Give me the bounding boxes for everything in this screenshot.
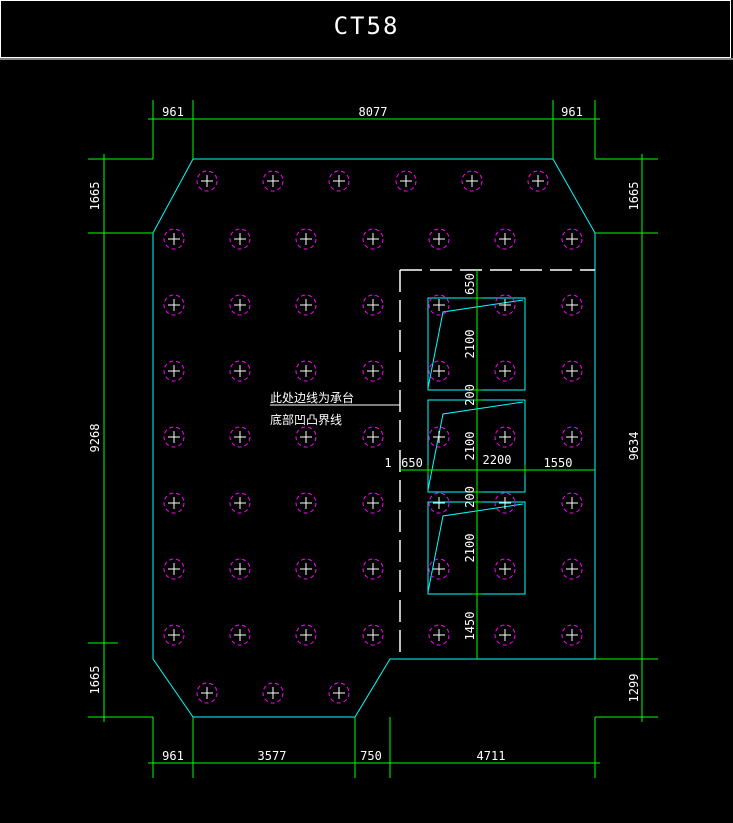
pile-2 (262, 170, 284, 192)
title-bar (0, 0, 731, 58)
pile-55 (561, 624, 583, 646)
pile-37 (295, 492, 317, 514)
pile-57 (262, 682, 284, 704)
pit-1-ramp (427, 299, 524, 389)
note-line-2: 底部凹凸界线 (270, 412, 342, 427)
pile-27 (561, 360, 583, 382)
pile-17 (362, 294, 384, 316)
pit-dim-v-6: 2100 (463, 534, 477, 563)
pile-21 (163, 360, 185, 382)
pile-39 (428, 492, 450, 514)
pile-20 (561, 294, 583, 316)
pile-30 (295, 426, 317, 448)
pile-46 (428, 558, 450, 580)
pile-6 (527, 170, 549, 192)
piles (163, 170, 583, 704)
pile-50 (229, 624, 251, 646)
pile-15 (229, 294, 251, 316)
pile-47 (494, 558, 516, 580)
pile-25 (428, 360, 450, 382)
pile-19 (494, 294, 516, 316)
pile-52 (362, 624, 384, 646)
pit-3-ramp (427, 503, 524, 593)
pile-38 (362, 492, 384, 514)
pile-4 (395, 170, 417, 192)
dim-left-2: 9268 (88, 424, 102, 453)
pile-43 (229, 558, 251, 580)
pile-41 (561, 492, 583, 514)
pile-48 (561, 558, 583, 580)
pile-56 (196, 682, 218, 704)
dim-right-3: 1299 (627, 674, 641, 703)
pit-dim-v-7: 1450 (463, 612, 477, 641)
pile-8 (229, 228, 251, 250)
drawing-title: CT58 (333, 12, 400, 40)
pit-dim-lines (400, 270, 595, 659)
pile-10 (362, 228, 384, 250)
dim-bottom-4: 4711 (477, 749, 506, 763)
pit-dim-v-1: 650 (463, 273, 477, 295)
pile-9 (295, 228, 317, 250)
pile-32 (428, 426, 450, 448)
dim-bottom-1: 961 (162, 749, 184, 763)
dim-left-3: 1665 (88, 666, 102, 695)
pile-23 (295, 360, 317, 382)
pit-dim-v-3: 200 (463, 384, 477, 406)
pile-11 (428, 228, 450, 250)
pile-36 (229, 492, 251, 514)
pile-16 (295, 294, 317, 316)
pit-dim-h-1: 1 (384, 456, 391, 470)
pile-7 (163, 228, 185, 250)
pile-cap-outline (152, 158, 596, 718)
pile-54 (494, 624, 516, 646)
dim-right-2: 9634 (627, 432, 641, 461)
pit-boundary (399, 269, 595, 659)
pile-24 (362, 360, 384, 382)
pile-22 (229, 360, 251, 382)
pile-3 (328, 170, 350, 192)
pile-29 (229, 426, 251, 448)
pit-dim-v-2: 2100 (463, 330, 477, 359)
pile-34 (561, 426, 583, 448)
pile-14 (163, 294, 185, 316)
pile-35 (163, 492, 185, 514)
pile-13 (561, 228, 583, 250)
pile-12 (494, 228, 516, 250)
dim-right-1: 1665 (627, 182, 641, 211)
dim-top-2: 8077 (359, 105, 388, 119)
pile-44 (295, 558, 317, 580)
pile-51 (295, 624, 317, 646)
pile-33 (494, 426, 516, 448)
pile-28 (163, 426, 185, 448)
pit-dim-h-4: 1550 (544, 456, 573, 470)
pile-1 (196, 170, 218, 192)
pile-45 (362, 558, 384, 580)
pile-42 (163, 558, 185, 580)
dim-bottom-3: 750 (360, 749, 382, 763)
pit-dim-v-5: 200 (463, 486, 477, 508)
pile-5 (461, 170, 483, 192)
pile-58 (328, 682, 350, 704)
pit-2-ramp (427, 401, 524, 491)
note-line-1: 此处边线为承台 (270, 390, 354, 405)
pile-18 (428, 294, 450, 316)
outer-dim-lines (88, 100, 658, 778)
pit-dim-h-2: 650 (401, 456, 423, 470)
pile-49 (163, 624, 185, 646)
pit-dim-h-3: 2200 (483, 453, 512, 467)
dim-top-3: 961 (561, 105, 583, 119)
pile-53 (428, 624, 450, 646)
pile-31 (362, 426, 384, 448)
pile-40 (494, 492, 516, 514)
pile-26 (494, 360, 516, 382)
dim-top-1: 961 (162, 105, 184, 119)
dim-bottom-2: 3577 (258, 749, 287, 763)
dim-left-1: 1665 (88, 182, 102, 211)
pit-dim-v-4: 2100 (463, 432, 477, 461)
